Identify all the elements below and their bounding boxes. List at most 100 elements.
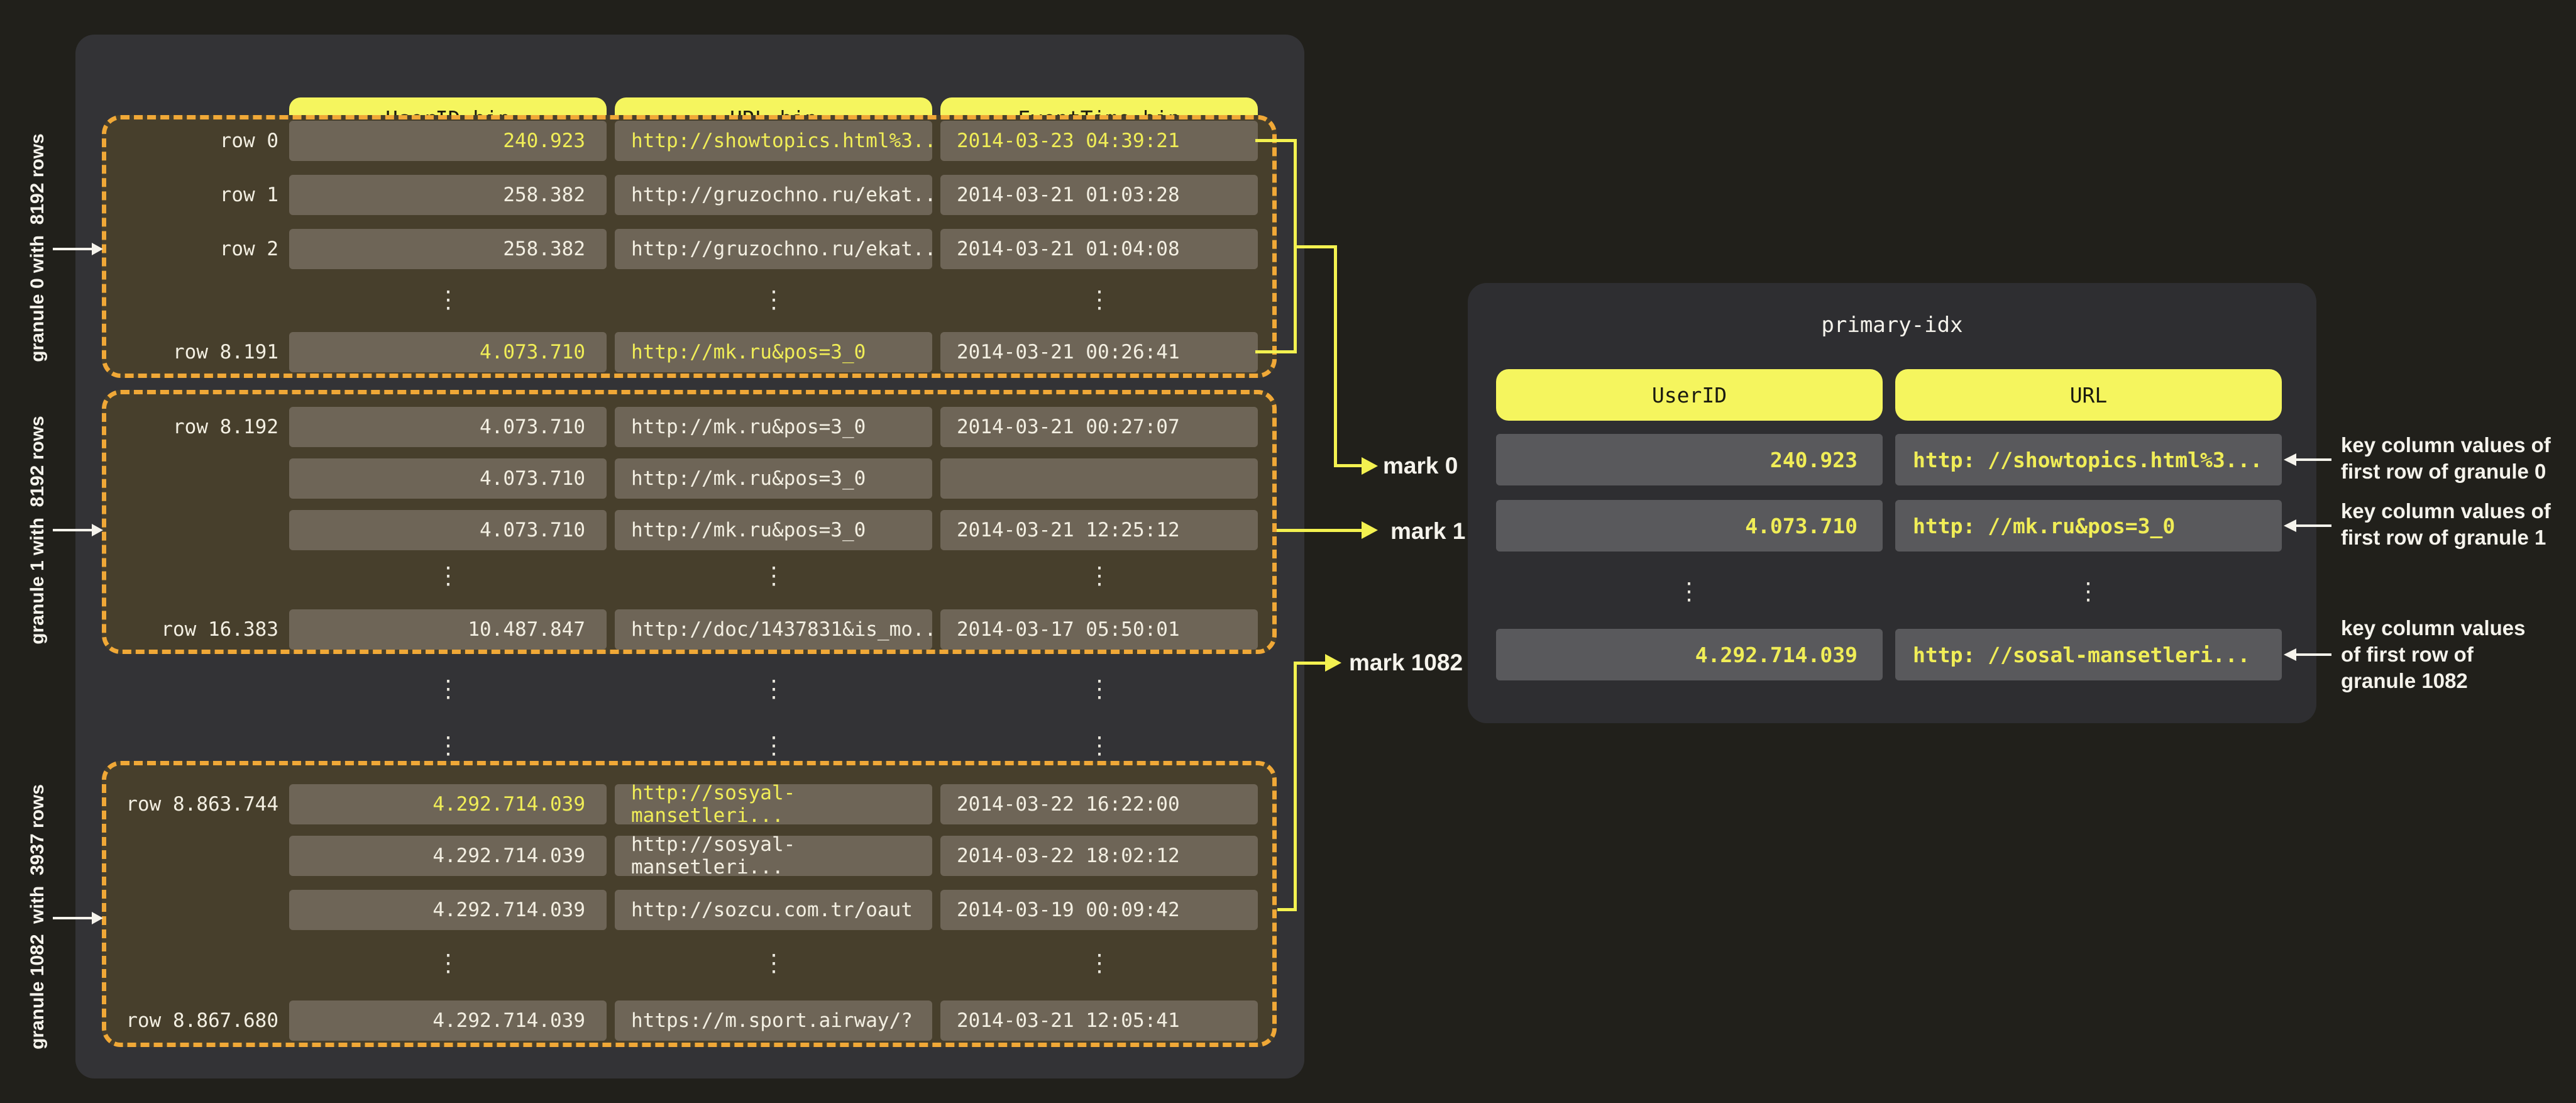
granule-box-1: row 8.192 4.073.710 http://mk.ru&pos=3_0… — [102, 390, 1277, 654]
granule-pointer-arrow-icon — [92, 912, 103, 924]
granule-pointer-arrow-icon — [92, 524, 103, 536]
row-label: row 2 — [106, 229, 278, 269]
userid-cell: 4.292.714.039 — [289, 890, 607, 930]
row-label: row 16.383 — [106, 609, 278, 650]
index-url-cell: http: //mk.ru&pos=3_0 — [1895, 500, 2282, 552]
annotation-pointer-line — [2296, 653, 2331, 656]
mark0-connector-line — [1334, 464, 1363, 467]
granule-pointer-line — [53, 248, 92, 250]
userid-cell: 4.292.714.039 — [289, 1000, 607, 1041]
table-row: 4.073.710 http://mk.ru&pos=3_0 2014-03-2… — [106, 510, 1272, 550]
ellipsis: ⋮ — [1087, 555, 1111, 596]
url-cell: http://mk.ru&pos=3_0 — [615, 458, 932, 499]
userid-cell: 10.487.847 — [289, 609, 607, 650]
eventtime-cell: 2014-03-23 04:39:21 — [940, 121, 1258, 161]
index-userid-cell: 4.073.710 — [1496, 500, 1883, 552]
index-header-url: URL — [1895, 369, 2282, 421]
url-cell: https://m.sport.airway/? — [615, 1000, 932, 1041]
url-cell: http://mk.ru&pos=3_0 — [615, 332, 932, 372]
mark0-connector-line — [1294, 245, 1337, 248]
row-label: row 8.867.680 — [106, 1000, 278, 1041]
userid-cell: 4.073.710 — [289, 332, 607, 372]
eventtime-cell: 2014-03-22 16:22:00 — [940, 784, 1258, 824]
mark1-connector-line — [1277, 529, 1363, 532]
ellipsis: ⋮ — [2076, 574, 2100, 609]
row-label: row 8.863.744 — [106, 784, 278, 824]
url-cell: http://sosyal-mansetleri... — [615, 836, 932, 876]
eventtime-cell: 2014-03-21 12:25:12 — [940, 510, 1258, 550]
mark0-connector-line — [1255, 350, 1294, 353]
index-row: 4.073.710 http: //mk.ru&pos=3_0 — [1468, 500, 2316, 552]
url-cell: http://mk.ru&pos=3_0 — [615, 510, 932, 550]
ellipsis-row: ⋮ ⋮ ⋮ — [106, 279, 1272, 319]
index-url-cell: http: //showtopics.html%3... — [1895, 434, 2282, 485]
eventtime-cell: 2014-03-21 00:27:07 — [940, 407, 1258, 447]
row-label — [106, 458, 278, 499]
userid-cell: 4.073.710 — [289, 407, 607, 447]
annotation-line: key column values — [2341, 615, 2525, 641]
mark1-arrowhead-icon — [1362, 521, 1378, 539]
userid-cell: 258.382 — [289, 175, 607, 215]
annotation-pointer-line — [2296, 524, 2331, 527]
mark0-connector-line — [1334, 245, 1337, 467]
userid-cell: 4.292.714.039 — [289, 784, 607, 824]
ellipsis: ⋮ — [1087, 279, 1111, 319]
eventtime-cell: 2014-03-21 01:03:28 — [940, 175, 1258, 215]
eventtime-cell: 2014-03-17 05:50:01 — [940, 609, 1258, 650]
ellipsis-row: ⋮ ⋮ ⋮ — [0, 731, 2576, 759]
ellipsis-row: ⋮ ⋮ — [1468, 574, 2316, 609]
ellipsis: ⋮ — [436, 731, 460, 759]
ellipsis: ⋮ — [1087, 943, 1111, 983]
eventtime-cell: 2014-03-21 00:26:41 — [940, 332, 1258, 372]
userid-cell: 240.923 — [289, 121, 607, 161]
table-row: row 8.867.680 4.292.714.039 https://m.sp… — [106, 1000, 1272, 1041]
ellipsis: ⋮ — [762, 943, 786, 983]
table-row: row 8.192 4.073.710 http://mk.ru&pos=3_0… — [106, 407, 1272, 447]
annotation-line: first row of granule 1 — [2341, 524, 2551, 551]
table-row: 4.073.710 http://mk.ru&pos=3_0 — [106, 458, 1272, 499]
ellipsis-row: ⋮ ⋮ ⋮ — [106, 555, 1272, 596]
annotation-pointer-arrow-icon — [2284, 519, 2296, 532]
index-header-label: URL — [2070, 383, 2108, 407]
mark1082-connector-line — [1294, 662, 1326, 665]
annotation-line: granule 1082 — [2341, 668, 2525, 694]
granule-side-label: granule 1 with 8192 rows — [27, 416, 48, 644]
url-cell: http://sosyal-mansetleri... — [615, 784, 932, 824]
table-row: row 1 258.382 http://gruzochno.ru/ekat..… — [106, 175, 1272, 215]
row-label — [106, 510, 278, 550]
table-row: 4.292.714.039 http://sosyal-mansetleri..… — [106, 836, 1272, 876]
ellipsis: ⋮ — [762, 731, 786, 759]
mark0-connector-line — [1255, 139, 1294, 142]
eventtime-cell: 2014-03-21 12:05:41 — [940, 1000, 1258, 1041]
granule-side-label: granule 1082 with 3937 rows — [27, 784, 48, 1050]
mark1082-arrowhead-icon — [1325, 654, 1341, 672]
granule-pointer-line — [53, 917, 92, 919]
granule-side-label: granule 0 with 8192 rows — [27, 133, 48, 362]
url-cell: http://mk.ru&pos=3_0 — [615, 407, 932, 447]
annotation-granule-1: key column values of first row of granul… — [2341, 498, 2551, 551]
ellipsis: ⋮ — [1677, 574, 1701, 609]
granule-pointer-arrow-icon — [92, 243, 103, 255]
ellipsis-row: ⋮ ⋮ ⋮ — [106, 943, 1272, 983]
ellipsis: ⋮ — [436, 943, 460, 983]
userid-cell: 4.292.714.039 — [289, 836, 607, 876]
annotation-pointer-arrow-icon — [2284, 648, 2296, 661]
ellipsis: ⋮ — [436, 675, 460, 702]
index-row: 4.292.714.039 http: //sosal-mansetleri..… — [1468, 629, 2316, 680]
index-userid-cell: 240.923 — [1496, 434, 1883, 485]
granule-box-1082: row 8.863.744 4.292.714.039 http://sosya… — [102, 761, 1277, 1047]
url-cell: http://gruzochno.ru/ekat... — [615, 175, 932, 215]
url-cell: http://doc/1437831&is_mo... — [615, 609, 932, 650]
row-label: row 8.192 — [106, 407, 278, 447]
table-row: row 2 258.382 http://gruzochno.ru/ekat..… — [106, 229, 1272, 269]
url-cell: http://gruzochno.ru/ekat... — [615, 229, 932, 269]
url-cell: http://showtopics.html%3... — [615, 121, 932, 161]
row-label: row 8.191 — [106, 332, 278, 372]
table-row: row 0 240.923 http://showtopics.html%3..… — [106, 121, 1272, 161]
ellipsis: ⋮ — [762, 675, 786, 702]
table-row: row 16.383 10.487.847 http://doc/1437831… — [106, 609, 1272, 650]
row-label: row 1 — [106, 175, 278, 215]
userid-cell: 258.382 — [289, 229, 607, 269]
row-label: row 0 — [106, 121, 278, 161]
